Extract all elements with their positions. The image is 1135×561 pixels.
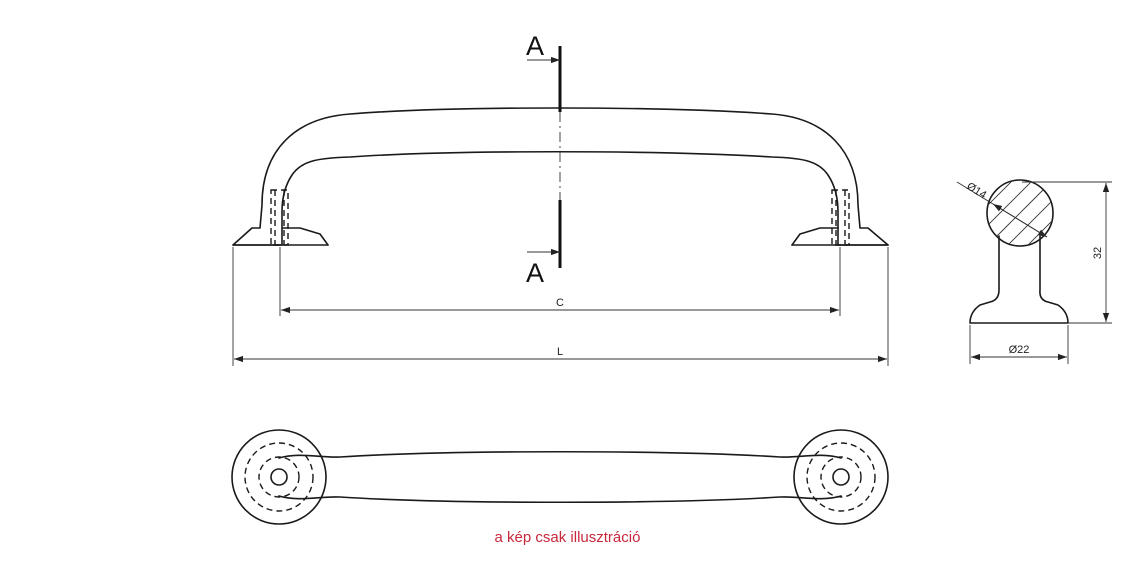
left-base-rosette	[231, 429, 327, 525]
dimension-32-label: 32	[1092, 247, 1104, 259]
section-label-top: A	[526, 31, 544, 61]
right-base-rosette	[793, 429, 889, 525]
section-hatch	[987, 180, 1053, 246]
dimension-l-label: L	[557, 346, 563, 358]
side-profile	[969, 235, 1069, 324]
front-view: A A C L	[232, 31, 889, 366]
handle-top-outline-lower	[278, 495, 842, 504]
right-thread	[831, 189, 850, 246]
handle-front-outline	[232, 107, 889, 246]
handle-top-outline-upper	[278, 450, 842, 459]
left-foot-detail	[281, 227, 329, 246]
left-screw-hole	[270, 468, 288, 486]
right-screw-hole	[832, 468, 850, 486]
illustration-caption: a kép csak illusztráció	[494, 529, 641, 546]
top-view	[231, 429, 889, 525]
dimension-diameter-22: Ø22	[1009, 344, 1030, 356]
right-foot-detail	[791, 227, 839, 246]
dimension-diameter-14: Ø14	[964, 180, 988, 201]
section-line-a-a	[527, 46, 562, 268]
section-label-bottom: A	[526, 258, 544, 288]
side-section-view: Ø14 32 Ø22	[956, 179, 1112, 364]
dimension-c-label: C	[556, 297, 564, 309]
bar-cross-section	[986, 179, 1054, 247]
left-thread	[270, 189, 289, 246]
